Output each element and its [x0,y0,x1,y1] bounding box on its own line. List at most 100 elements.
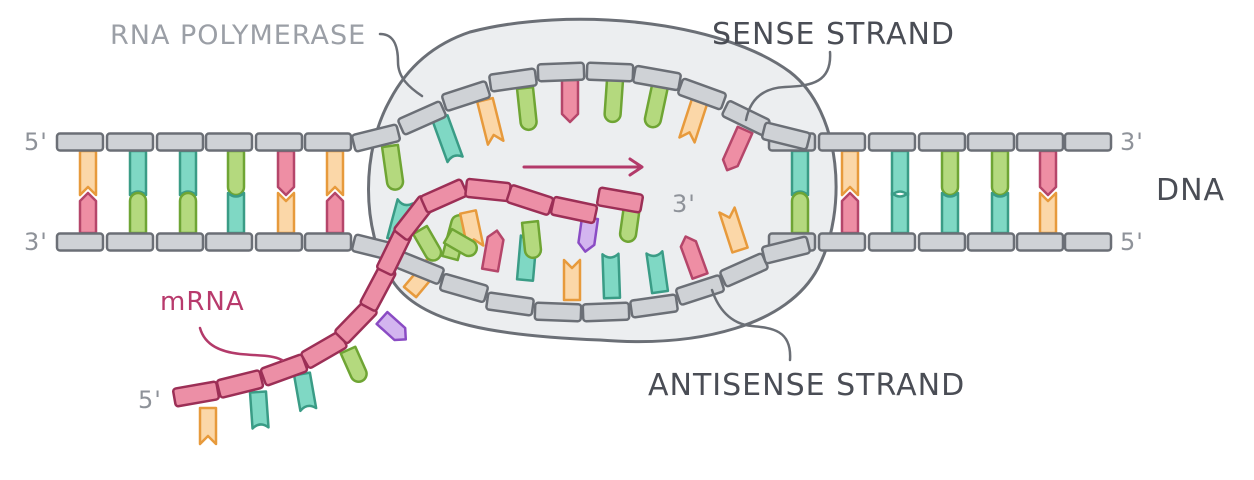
left-rungs-bottom-0 [78,191,98,235]
right-rungs-top-0-shape [790,149,810,197]
right-rungs-top-3 [940,149,960,197]
left-rungs-bottom-2-shape [178,191,198,235]
left-rungs-top-2-shape [178,149,198,197]
antisense-base-6 [645,250,670,295]
left-base-pairs [78,149,345,235]
antisense-base-8 [718,206,749,254]
left-rungs-bottom-0-shape [78,191,98,235]
top-backbone-right-4 [966,132,1016,152]
rna-polymerase-leader [378,32,424,98]
bottom-left-end-label: 3' [24,228,48,256]
mrna-base-7 [520,219,543,260]
mrna-base-7-shape [520,219,543,260]
sense-base-4 [560,78,580,124]
mrna-base-5 [411,224,443,262]
sense-base-8-shape [721,125,754,172]
antisense-base-4 [562,258,582,302]
mrna-base-10-shape [442,227,478,258]
antisense-strand-leader [710,288,792,362]
antisense-base-7 [679,235,709,280]
bottom-backbone-right-5 [1015,232,1065,252]
sense-base-5-shape [603,78,625,124]
top-backbone-right-5 [1015,132,1065,152]
mrna-bases [198,203,642,446]
antisense-base-4-shape [562,258,582,302]
antisense-arc-segment-2 [439,272,489,304]
left-rungs-bottom-3 [226,191,246,235]
top-backbone-right-6 [1063,132,1113,152]
sense-arc-segment-5 [585,61,635,83]
mrna-base-4 [375,310,408,342]
unpaired-bases [380,78,754,302]
left-rungs-bottom-3-shape [226,191,246,235]
right-rungs-bottom-5-shape [1038,191,1058,235]
mrna-segment-8 [419,178,469,214]
mrna-segment-1 [215,369,265,399]
bottom-backbone-right-4 [966,232,1016,252]
left-rungs-top-1-shape [128,149,148,197]
top-backbone-left-0 [55,132,105,152]
antisense-base-6-shape [645,250,670,295]
mrna-base-2-shape [292,371,318,413]
left-rungs-bottom-1 [128,191,148,235]
mrna-segment-12 [595,186,645,214]
mrna-start-end-label: 5' [138,386,162,414]
top-backbone-right-2 [867,132,917,152]
bottom-backbone-right-1 [817,232,867,252]
bottom-backbone-left-4 [254,232,304,252]
top-backbone-left-4 [254,132,304,152]
top-backbone-right-1 [817,132,867,152]
right-rungs-top-4 [990,149,1010,197]
right-rungs-top-5-shape [1038,149,1058,197]
right-rungs-bottom-4 [990,191,1010,235]
mrna-base-2 [292,371,318,413]
mrna-base-1 [248,390,270,430]
mrna-base-0-shape [198,406,218,446]
left-rungs-top-2 [178,149,198,197]
sense-base-1 [431,114,464,164]
mrna-leader [198,326,284,362]
sense-arc-segment-0 [351,123,401,153]
left-rungs-top-0 [78,149,98,197]
sense-base-2-shape [475,96,505,146]
right-rungs-top-3-shape [940,149,960,197]
sense-arc-segment-3 [488,67,538,93]
left-rungs-top-4 [276,149,296,197]
sense-base-6 [643,83,670,129]
left-rungs-bottom-2 [178,191,198,235]
top-backbone-left-1 [105,132,155,152]
sense-arc-segment-7 [677,77,727,111]
antisense-base-2 [480,229,505,273]
mrna-base-9-shape [618,203,642,243]
bottom-backbone-right-2 [867,232,917,252]
antisense-arc-segment-7 [675,274,725,306]
direction-arrow [522,157,644,177]
bottom-backbone-left-2 [155,232,205,252]
right-rungs-bottom-1 [840,191,860,235]
antisense-arc-segment-5 [581,301,631,323]
mrna-label: mRNA [160,287,245,317]
bottom-backbone-right-6 [1063,232,1113,252]
top-backbone-right-3 [917,132,967,152]
mrna-base-9 [618,203,642,243]
bottom-right-end-label: 5' [1120,228,1144,256]
mrna-segment-9 [464,177,512,203]
mrna-base-4-shape [375,310,408,342]
sense-base-6-shape [643,83,670,129]
top-backbone-left-5 [303,132,353,152]
antisense-base-7-shape [679,235,709,280]
bottom-backbone-left-1 [105,232,155,252]
antisense-base-8-shape [718,206,749,254]
antisense-base-5 [601,252,622,300]
bottom-backbone-left-0 [55,232,105,252]
right-rungs-bottom-4-shape [990,191,1010,235]
sense-strand-leader [744,50,832,122]
left-rungs-bottom-5 [325,191,345,235]
sense-base-2 [475,96,505,146]
right-rungs-top-5 [1038,149,1058,197]
right-rungs-top-1-shape [840,149,860,197]
right-rungs-top-0 [790,149,810,197]
left-rungs-bottom-4 [276,191,296,235]
left-rungs-top-4-shape [276,149,296,197]
sense-base-4-shape [560,78,580,124]
